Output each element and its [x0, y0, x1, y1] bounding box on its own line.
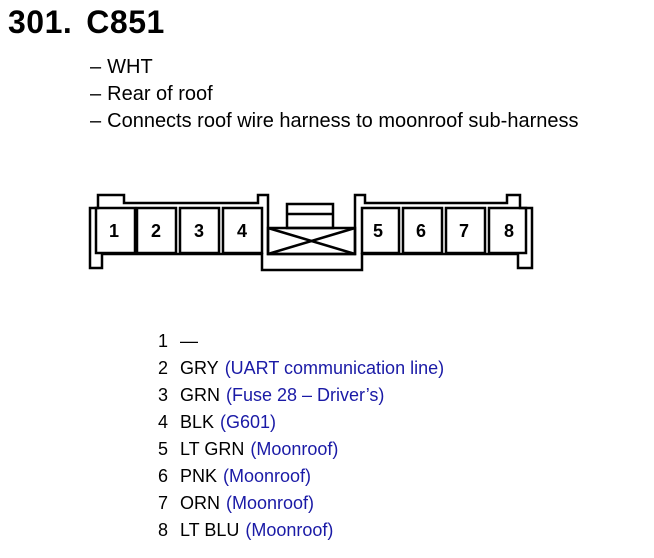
pin-label-7: 7	[459, 221, 469, 241]
pin-cell-8	[487, 206, 528, 255]
pin-number: 8	[158, 520, 169, 540]
pin-number: 4	[158, 412, 169, 432]
pin-label-2: 2	[151, 221, 161, 241]
wire-color: BLK	[180, 412, 215, 432]
wire-color: PNK	[180, 466, 218, 486]
pin-number: 1	[158, 331, 169, 351]
key-cavity	[266, 226, 357, 256]
note-dash: –	[90, 110, 102, 132]
pin-label-3: 3	[194, 221, 204, 241]
pin-number: 6	[158, 466, 169, 486]
pin-destination: (Moonroof)	[250, 439, 339, 459]
pin-row: 4 BLK(G601)	[158, 409, 444, 436]
pin-destination: (UART communication line)	[224, 358, 445, 378]
pin-row: 2 GRY(UART communication line)	[158, 355, 444, 382]
pin-number: 2	[158, 358, 169, 378]
pin-cell-7	[444, 206, 487, 255]
wire-color: GRN	[180, 385, 220, 405]
key-cross-b	[267, 226, 356, 256]
wire-color: —	[180, 331, 198, 351]
pin-destination: (Moonroof)	[226, 493, 315, 513]
note-text: Connects roof wire harness to moonroof s…	[107, 110, 579, 132]
connector-housing-outline	[88, 193, 534, 272]
pin-label-6: 6	[416, 221, 426, 241]
note-dash: –	[90, 83, 102, 105]
connector-title: 301. C851	[8, 4, 165, 41]
pin-number: 5	[158, 439, 169, 459]
pin-cell-2	[135, 206, 178, 255]
pin-destination: (Fuse 28 – Driver’s)	[226, 385, 385, 405]
note-text: WHT	[107, 56, 153, 78]
pin-cell-1	[94, 206, 137, 255]
pin-row: 1—	[158, 328, 444, 355]
connector-face-diagram: 1 2 3 4 5 6 7 8	[88, 193, 534, 272]
pin-cell-3	[178, 206, 221, 255]
wire-color: ORN	[180, 493, 220, 513]
pin-row: 8 LT BLU(Moonroof)	[158, 517, 444, 544]
wire-color: GRY	[180, 358, 219, 378]
note-function: –Connects roof wire harness to moonroof …	[90, 108, 578, 135]
pin-destination: (Moonroof)	[245, 520, 334, 540]
pin-cell-6	[401, 206, 444, 255]
pin-destination: (G601)	[220, 412, 277, 432]
pin-label-5: 5	[373, 221, 383, 241]
pin-number: 7	[158, 493, 169, 513]
pin-cell-5	[360, 206, 401, 255]
pin-row: 6 PNK(Moonroof)	[158, 463, 444, 490]
pin-number: 3	[158, 385, 169, 405]
locking-tab	[285, 202, 335, 230]
connector-notes: –WHT –Rear of roof –Connects roof wire h…	[90, 54, 578, 135]
note-color: –WHT	[90, 54, 578, 81]
pin-destination: (Moonroof)	[223, 466, 312, 486]
pin-row: 5 LT GRN(Moonroof)	[158, 436, 444, 463]
wire-color: LT GRN	[180, 439, 245, 459]
pin-row: 3 GRN (Fuse 28 – Driver’s)	[158, 382, 444, 409]
pin-cell-4	[221, 206, 264, 255]
pin-label-8: 8	[504, 221, 514, 241]
pin-label-1: 1	[109, 221, 119, 241]
note-text: Rear of roof	[107, 83, 213, 105]
connector-id: C851	[86, 4, 165, 40]
note-location: –Rear of roof	[90, 81, 578, 108]
wire-color: LT BLU	[180, 520, 240, 540]
pin-row: 7 ORN (Moonroof)	[158, 490, 444, 517]
note-dash: –	[90, 56, 102, 78]
section-number: 301.	[8, 4, 73, 40]
pin-label-4: 4	[237, 221, 247, 241]
